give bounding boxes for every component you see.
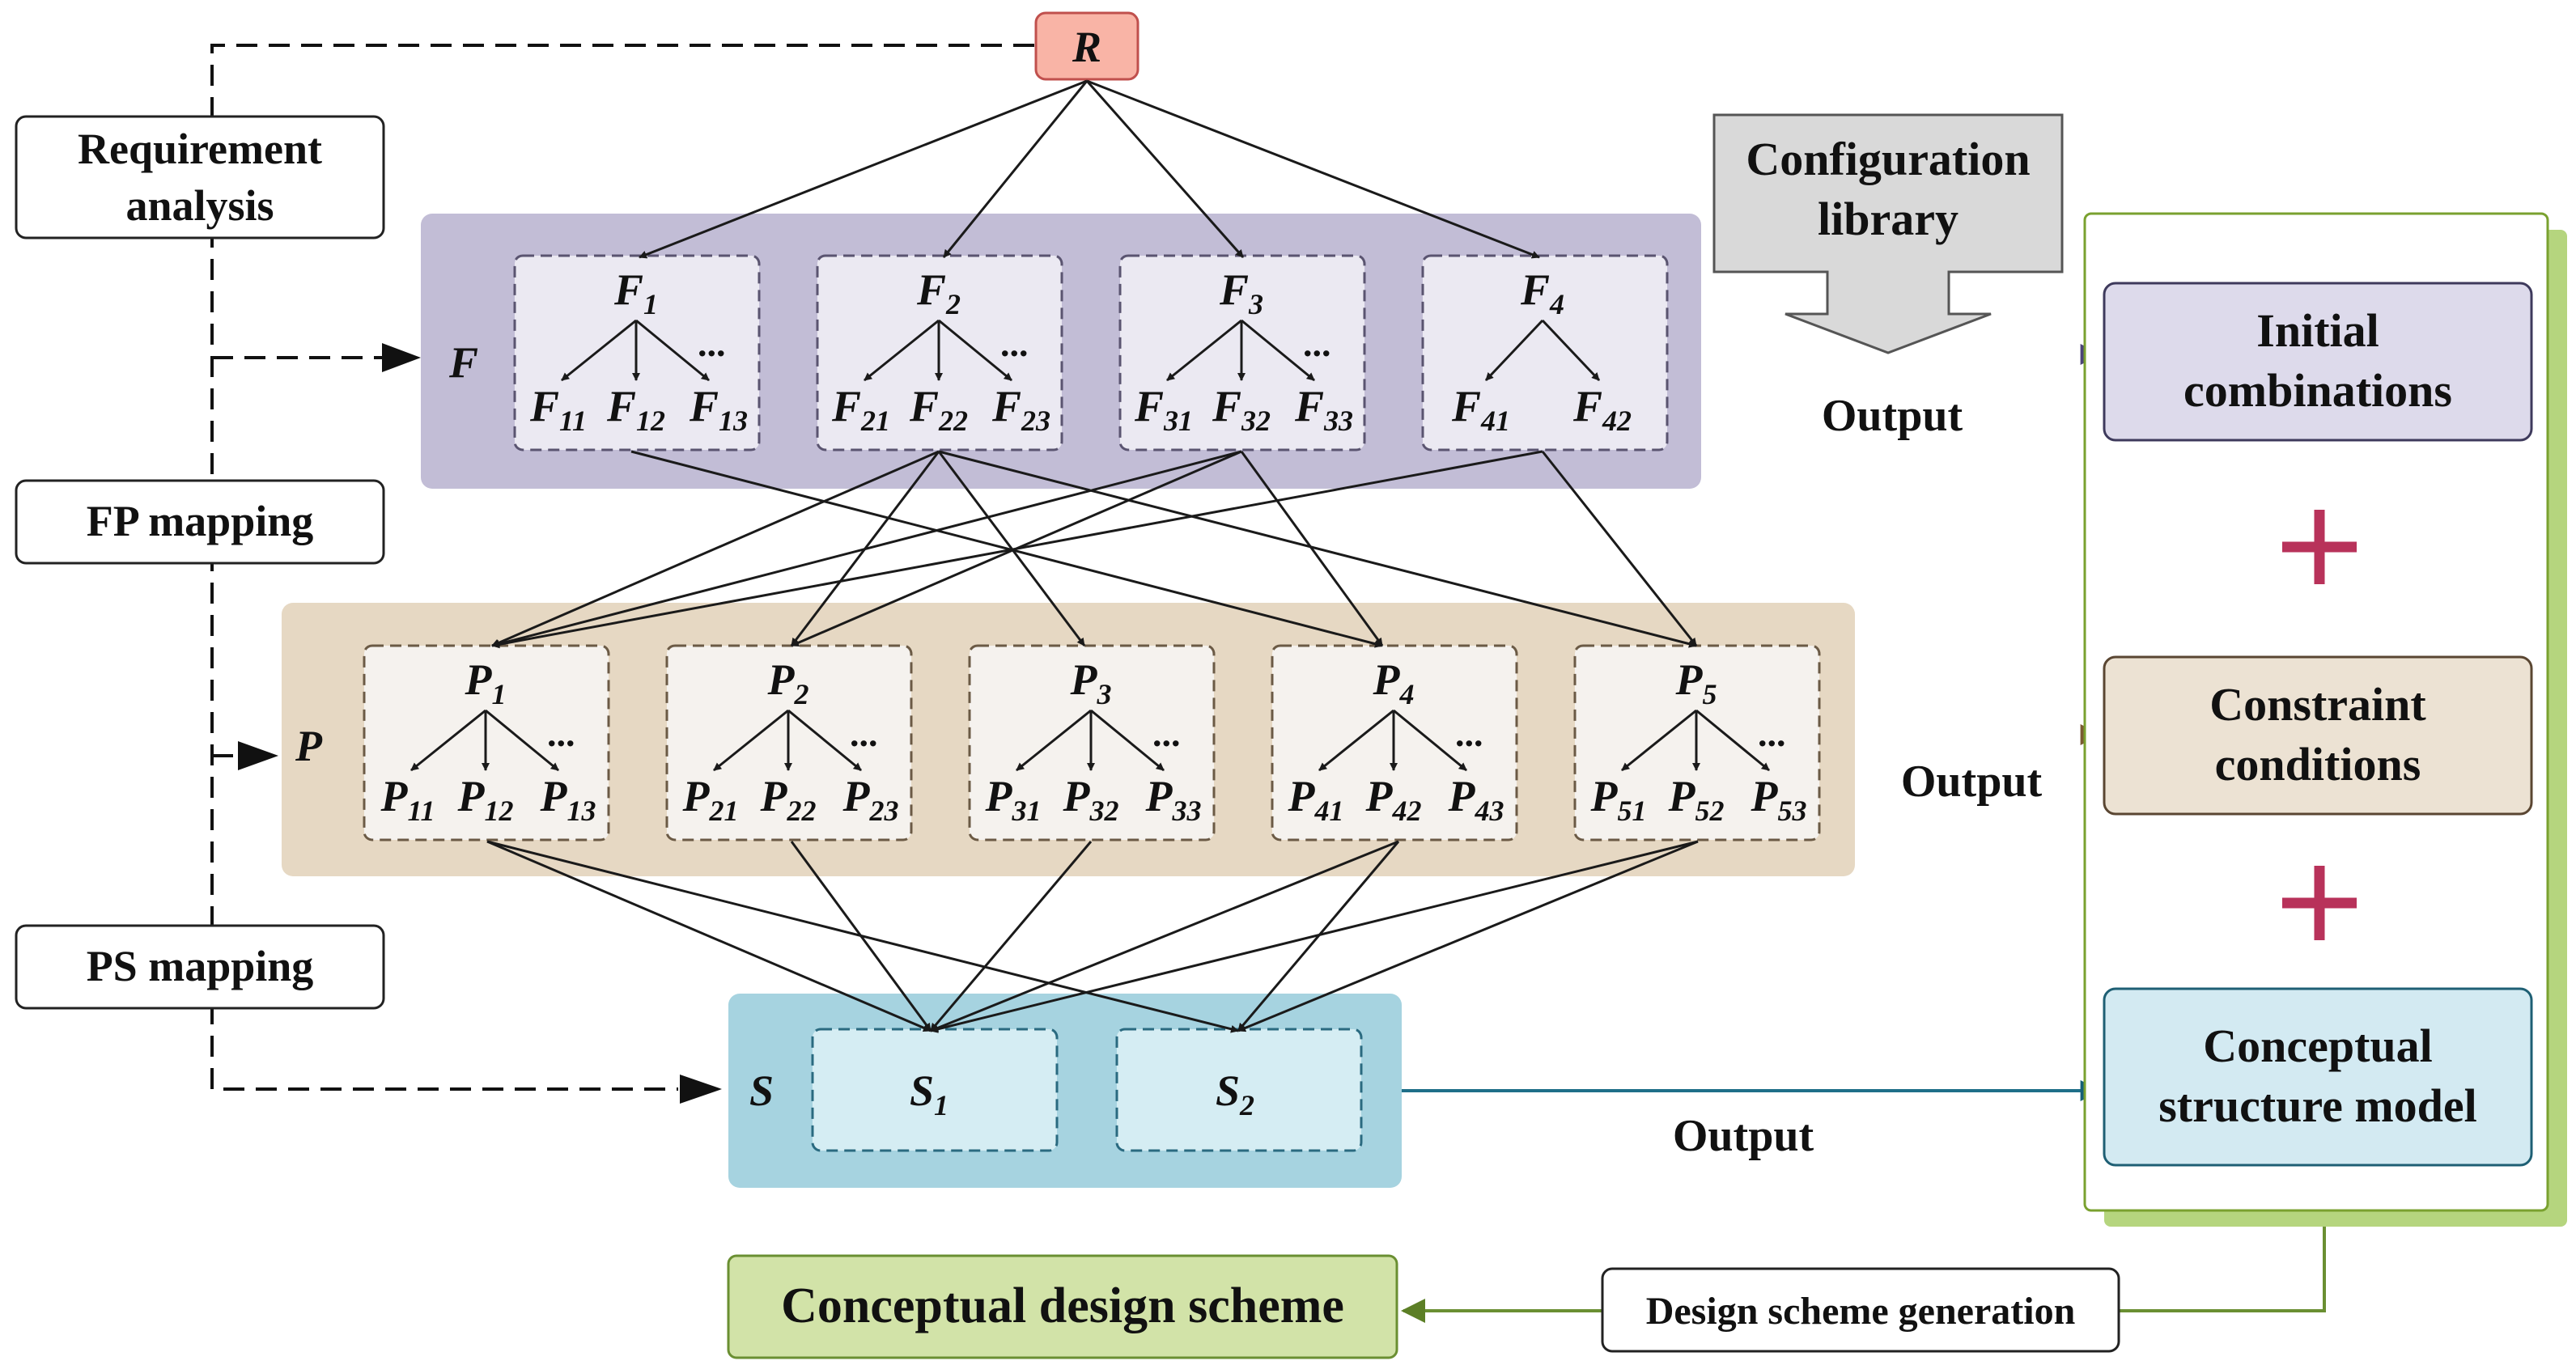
s-output-label: Output — [1673, 1111, 1814, 1161]
f4-box — [1421, 254, 1669, 451]
f31-label: F31 — [1134, 382, 1193, 437]
s-layer-label: S — [749, 1066, 774, 1115]
ps-mapping-arrows — [486, 840, 1699, 1033]
s1-label: S1 — [910, 1066, 948, 1121]
fp-mapping-label: FP mapping — [87, 497, 314, 545]
p21-label: P21 — [682, 772, 739, 827]
p1-label: P1 — [465, 655, 507, 710]
conceptual-structure-model-box: Conceptual structure model — [2103, 987, 2533, 1167]
p42-label: P42 — [1365, 772, 1422, 827]
p52-label: P52 — [1668, 772, 1725, 827]
initial-combinations-box: Initial combinations — [2103, 282, 2533, 442]
f3-label: F3 — [1219, 265, 1263, 320]
constraint-conditions-box: Constraint conditions — [2103, 655, 2533, 816]
p3-node: P3 ... P31 P32 P33 — [985, 655, 1202, 827]
initial-combinations-line2: combinations — [2183, 364, 2452, 417]
p3-ellipsis: ... — [1152, 713, 1181, 754]
constraint-conditions-line1: Constraint — [2209, 678, 2426, 731]
f32-label: F32 — [1212, 382, 1271, 437]
f21-label: F21 — [831, 382, 890, 437]
p4-ellipsis: ... — [1455, 713, 1483, 754]
left-dashed-arrowheads — [238, 343, 722, 1104]
f2-label: F2 — [916, 265, 961, 320]
p5-ellipsis: ... — [1758, 713, 1786, 754]
p5-node: P5 ... P51 P52 P53 — [1590, 655, 1807, 827]
p32-label: P32 — [1063, 772, 1119, 827]
root-node-label: R — [1072, 23, 1101, 71]
p33-label: P33 — [1145, 772, 1202, 827]
p1-node: P1 ... P11 P12 P13 — [380, 655, 596, 827]
requirement-analysis-box: Requirement analysis — [15, 115, 385, 240]
design-scheme-generation-box: Design scheme generation — [1601, 1267, 2120, 1353]
p5-label: P5 — [1675, 655, 1717, 710]
p13-label: P13 — [540, 772, 596, 827]
p23-label: P23 — [842, 772, 899, 827]
f2-ellipsis: ... — [1000, 323, 1029, 364]
s2-label: S2 — [1216, 1066, 1254, 1121]
f33-label: F33 — [1294, 382, 1353, 437]
f12-label: F12 — [606, 382, 665, 437]
f4-node: F4 F41 F42 — [1451, 265, 1632, 437]
r-to-f-arrows — [639, 79, 1540, 259]
conceptual-design-scheme-label: Conceptual design scheme — [781, 1278, 1344, 1333]
p53-label: P53 — [1751, 772, 1807, 827]
p3-label: P3 — [1070, 655, 1112, 710]
conceptual-design-scheme-box: Conceptual design scheme — [727, 1254, 1398, 1359]
conceptual-structure-model-line1: Conceptual — [2203, 1020, 2433, 1072]
f13-label: F13 — [689, 382, 748, 437]
p-layer-label: P — [295, 722, 323, 770]
f3-node: F3 ... F31 F32 F33 — [1134, 265, 1353, 437]
fp-mapping-arrows — [491, 450, 1698, 649]
f11-label: F11 — [529, 382, 587, 437]
p2-label: P2 — [767, 655, 809, 710]
requirement-analysis-line1: Requirement — [78, 125, 322, 173]
configuration-library-arrow: Configuration library — [1712, 113, 2064, 354]
f4-label: F4 — [1520, 265, 1564, 320]
s-node-boxes — [811, 1028, 1363, 1152]
left-dashed-flow — [210, 44, 1034, 1091]
f-layer-label: F — [448, 338, 478, 387]
p-output-label: Output — [1901, 757, 2043, 807]
f1-node: F1 ... F11 F12 F13 — [529, 265, 748, 437]
p1-ellipsis: ... — [547, 713, 575, 754]
constraint-conditions-line2: conditions — [2215, 738, 2421, 791]
f42-label: F42 — [1572, 382, 1632, 437]
initial-combinations-line1: Initial — [2256, 304, 2379, 357]
f1-ellipsis: ... — [698, 323, 726, 364]
p2-ellipsis: ... — [850, 713, 878, 754]
ps-mapping-box: PS mapping — [15, 924, 385, 1010]
p41-label: P41 — [1288, 772, 1344, 827]
f23-label: F23 — [991, 382, 1050, 437]
f2-node: F2 ... F21 F22 F23 — [831, 265, 1050, 437]
p51-label: P51 — [1590, 772, 1647, 827]
design-scheme-generation-label: Design scheme generation — [1646, 1290, 2076, 1333]
plus-sign-1 — [2282, 510, 2357, 584]
ps-mapping-label: PS mapping — [87, 942, 314, 990]
f41-label: F41 — [1451, 382, 1510, 437]
f-output-label: Output — [1822, 391, 1963, 441]
conceptual-structure-model-line2: structure model — [2158, 1079, 2477, 1132]
fp-mapping-box: FP mapping — [15, 479, 385, 565]
f1-label: F1 — [613, 265, 658, 320]
f22-label: F22 — [909, 382, 968, 437]
configuration-library-line1: Configuration — [1746, 133, 2030, 185]
p43-label: P43 — [1448, 772, 1504, 827]
plus-sign-2 — [2282, 866, 2357, 940]
p31-label: P31 — [985, 772, 1042, 827]
p12-label: P12 — [457, 772, 514, 827]
root-node-box — [1034, 11, 1139, 81]
p4-node: P4 ... P41 P42 P43 — [1288, 655, 1504, 827]
p2-node: P2 ... P21 P22 P23 — [682, 655, 899, 827]
f3-ellipsis: ... — [1303, 323, 1331, 364]
p4-label: P4 — [1373, 655, 1415, 710]
requirement-analysis-line2: analysis — [125, 181, 274, 230]
p22-label: P22 — [760, 772, 817, 827]
configuration-library-line2: library — [1818, 193, 1959, 245]
p11-label: P11 — [380, 772, 435, 827]
